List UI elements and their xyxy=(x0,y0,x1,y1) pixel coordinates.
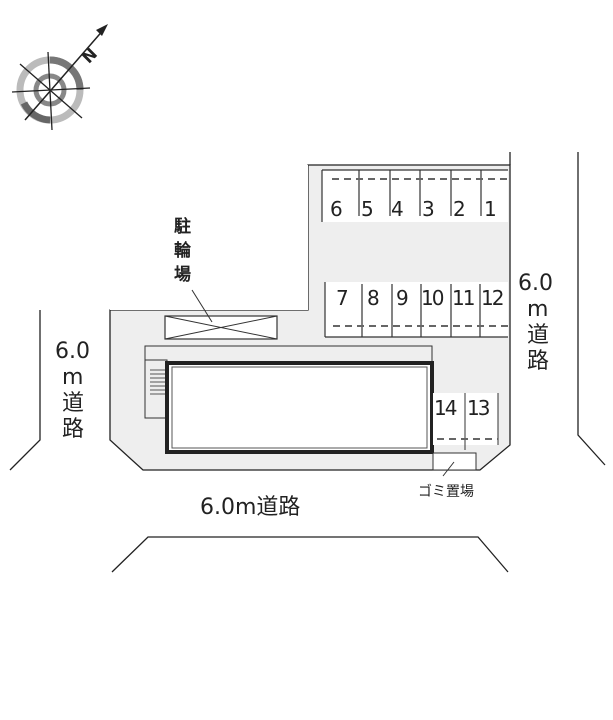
road-left-unit: m xyxy=(62,365,83,390)
road-right-label: 6.0 m 道 路 xyxy=(518,271,553,374)
stairs xyxy=(150,369,167,395)
garbage-label: ゴミ置場 xyxy=(418,483,474,500)
road-lines xyxy=(9,152,606,573)
parking-space-12: 12 xyxy=(481,286,503,310)
parking-space-4: 4 xyxy=(391,197,404,221)
road-left-width: 6.0 xyxy=(55,339,90,364)
road-left-char2: 路 xyxy=(62,417,84,442)
road-right-char1: 道 xyxy=(527,323,549,348)
parking-top-row: 6 5 4 3 2 1 xyxy=(321,169,508,222)
parking-space-2: 2 xyxy=(453,197,466,221)
parking-space-7: 7 xyxy=(336,286,349,310)
parking-space-10: 10 xyxy=(421,286,444,310)
north-label: N xyxy=(78,44,101,67)
parking-space-9: 9 xyxy=(396,286,409,310)
road-right-char2: 路 xyxy=(527,349,549,374)
parking-bottom-row: 7 8 9 10 11 12 xyxy=(324,282,508,338)
road-right-width: 6.0 xyxy=(518,271,553,296)
road-left-label: 6.0 m 道 路 xyxy=(55,339,90,442)
garbage-area: ゴミ置場 xyxy=(418,452,477,500)
road-left-char1: 道 xyxy=(62,391,84,416)
bicycle-parking-label-2: 輪 xyxy=(174,240,192,261)
parking-space-1: 1 xyxy=(484,197,497,221)
bicycle-parking-label-3: 場 xyxy=(174,265,191,285)
parking-space-13: 13 xyxy=(467,396,490,420)
parking-space-3: 3 xyxy=(422,197,435,221)
building xyxy=(144,345,434,454)
parking-space-5: 5 xyxy=(361,197,374,221)
bicycle-parking-label-1: 駐 xyxy=(174,216,191,237)
parking-side: 14 13 xyxy=(433,393,499,450)
parking-space-8: 8 xyxy=(367,286,380,310)
bicycle-parking: 駐 輪 場 xyxy=(164,216,278,340)
compass-icon: N xyxy=(11,24,108,131)
road-bottom-label: 6.0m道路 xyxy=(200,495,300,520)
road-right-unit: m xyxy=(527,297,548,322)
parking-space-14: 14 xyxy=(434,396,457,420)
parking-space-6: 6 xyxy=(330,197,343,221)
parking-space-11: 11 xyxy=(452,286,474,310)
